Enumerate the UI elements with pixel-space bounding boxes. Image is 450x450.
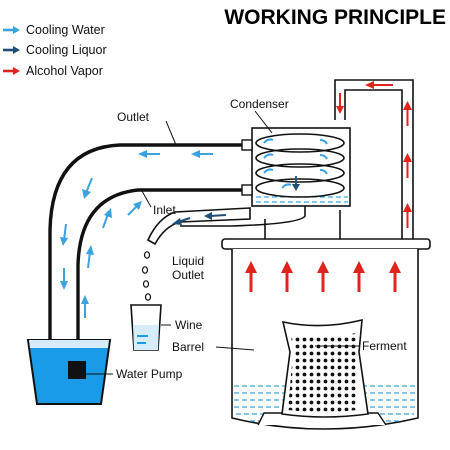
inlet-tube (76, 188, 246, 364)
wine-glass (130, 304, 171, 351)
label-liquid-outlet-line2: Outlet (172, 268, 205, 282)
legend-item-cooling-water: Cooling Water (3, 23, 105, 37)
label-barrel: Barrel (172, 340, 204, 354)
legend-label-alcohol-vapor: Alcohol Vapor (26, 64, 103, 78)
label-inlet: Inlet (153, 203, 176, 217)
red-arrow-icon (3, 67, 20, 75)
condenser (180, 127, 351, 227)
label-liquid-outlet-line1: Liquid (172, 254, 204, 268)
legend-item-alcohol-vapor: Alcohol Vapor (3, 64, 103, 78)
vapor-pipe-arrows (336, 81, 412, 228)
legend: Cooling Water Cooling Liquor Alcohol Vap… (3, 23, 107, 78)
label-outlet: Outlet (117, 110, 150, 124)
inlet-flow-arrows (81, 201, 142, 318)
label-condenser: Condenser (230, 97, 289, 111)
label-water-pump: Water Pump (116, 367, 183, 381)
barrel (221, 210, 431, 430)
water-bucket (26, 339, 113, 405)
diagram-title: WORKING PRINCIPLE (224, 6, 446, 29)
label-wine: Wine (175, 318, 203, 332)
outlet-flow-arrows (60, 150, 213, 290)
liquid-outlet-spout (141, 207, 251, 301)
dark-blue-arrow-icon (3, 46, 20, 54)
water-tubes (48, 143, 246, 364)
barrel-vapor-arrows (245, 261, 401, 292)
ferment-bag (281, 318, 369, 418)
legend-label-cooling-water: Cooling Water (26, 23, 105, 37)
label-ferment: Ferment (362, 339, 407, 353)
legend-label-cooling-liquor: Cooling Liquor (26, 43, 107, 57)
legend-item-cooling-liquor: Cooling Liquor (3, 43, 107, 57)
light-blue-arrow-icon (3, 26, 20, 34)
outlet-tube (48, 143, 246, 364)
leader-lines (141, 110, 360, 351)
vapor-pipe (334, 79, 414, 245)
labels: Outlet Condenser Inlet Liquid Outlet Win… (116, 97, 407, 381)
water-pump (68, 361, 86, 379)
